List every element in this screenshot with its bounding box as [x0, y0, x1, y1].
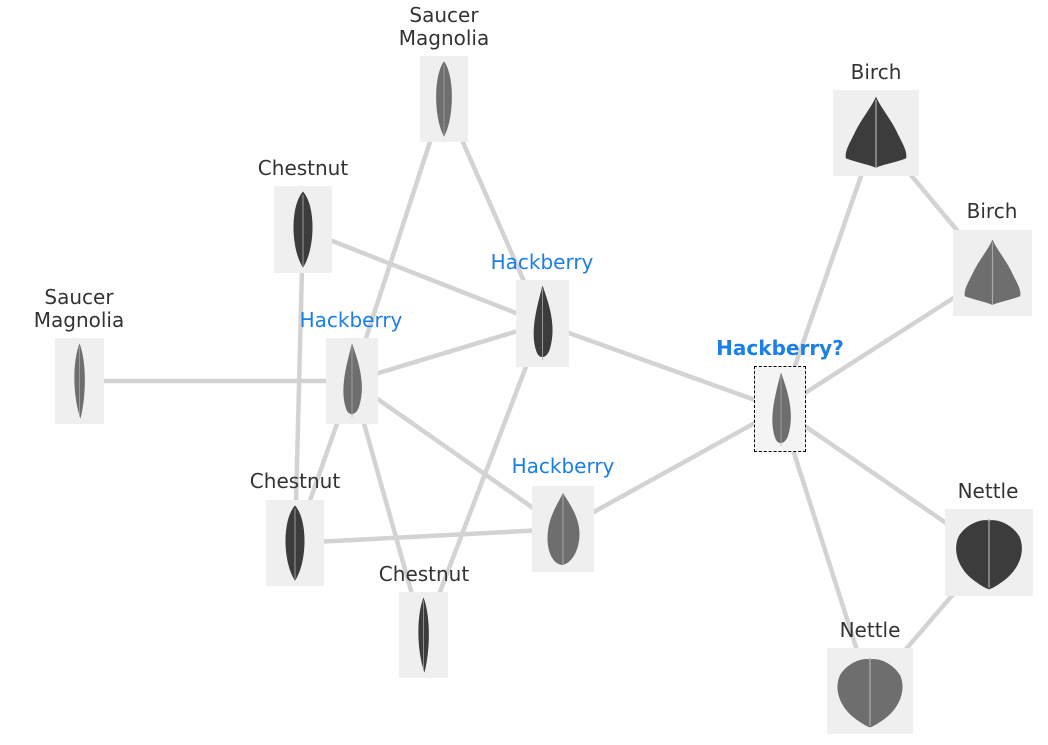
leaf-thumbnail — [420, 56, 468, 142]
node-label: Chestnut — [249, 469, 341, 493]
ovate-leaf-icon — [533, 285, 553, 358]
graph-edge — [560, 406, 783, 532]
node-label: Birch — [966, 199, 1018, 223]
graph-edge — [300, 227, 545, 326]
graph-edge — [421, 321, 545, 638]
ovate-leaf-icon — [343, 343, 362, 415]
round-leaf-icon — [547, 493, 580, 565]
leaf-thumbnail — [55, 338, 104, 424]
node-label: Chestnut — [257, 156, 349, 180]
graph-edge — [540, 321, 783, 412]
graph-edge — [349, 96, 447, 384]
node-label: Nettle — [839, 618, 901, 642]
node-label: Hackberry — [490, 250, 594, 274]
graph-edge — [292, 526, 566, 546]
query-label: Hackberry? — [716, 336, 844, 360]
node-label: Saucer Magnolia — [33, 285, 125, 332]
node-label: Birch — [850, 60, 902, 84]
leaf-thumbnail — [953, 230, 1032, 316]
leaf-thumbnail — [945, 509, 1033, 596]
query-leaf-thumbnail — [754, 366, 806, 452]
graph-edge — [349, 378, 566, 532]
node-label: Nettle — [957, 479, 1019, 503]
leaf-thumbnail — [532, 486, 594, 572]
graph-edge — [777, 406, 873, 694]
leaf-thumbnail — [516, 280, 569, 367]
leaf-thumbnail — [274, 186, 332, 273]
leaf-thumbnail — [399, 592, 448, 678]
leaf-thumbnail — [266, 500, 324, 586]
graph-edge — [292, 227, 306, 546]
graph-edge — [349, 321, 545, 384]
leaf-thumbnail — [326, 338, 378, 424]
graph-edge — [777, 130, 879, 412]
ovate-leaf-icon — [772, 372, 791, 444]
node-label: Hackberry — [299, 308, 403, 332]
leaf-thumbnail — [833, 90, 919, 176]
node-label: Saucer Magnolia — [398, 3, 490, 50]
node-label: Hackberry — [511, 454, 615, 478]
node-label: Chestnut — [378, 562, 470, 586]
leaf-thumbnail — [827, 648, 913, 734]
